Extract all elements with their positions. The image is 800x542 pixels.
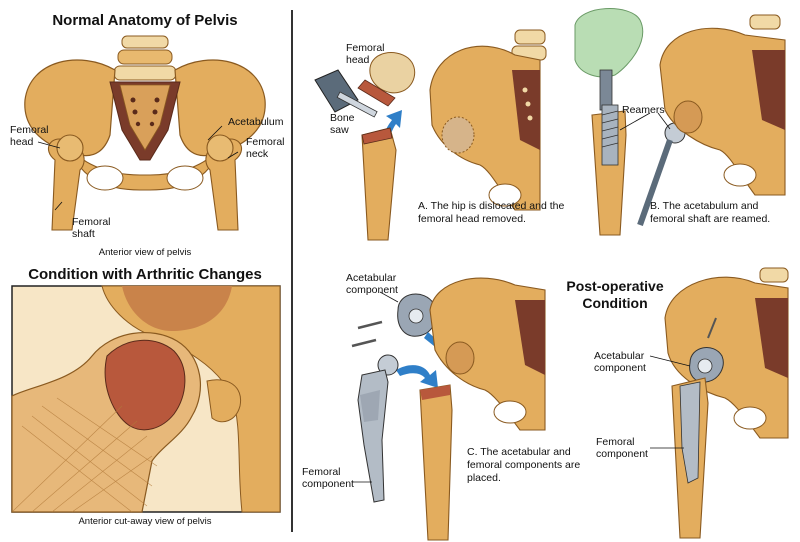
label-step-a-femoral-head: Femoral head <box>346 42 385 66</box>
step-b-illustration <box>574 8 786 236</box>
arthritic-cutaway-illustration <box>11 285 281 513</box>
normal-pelvis-illustration <box>24 35 266 231</box>
label-step-c-acetabular-component: Acetabular component <box>346 272 398 296</box>
label-post-op-femoral-component: Femoral component <box>596 436 648 460</box>
step-c-caption-block: C. The acetabular and femoral components… <box>467 446 585 485</box>
post-op-illustration <box>649 267 789 539</box>
label-post-op-acetabular-component: Acetabular component <box>594 350 646 374</box>
label-acetabulum: Acetabulum <box>228 116 284 128</box>
step-a-illustration <box>314 52 416 241</box>
step-c-letter: C. <box>467 446 478 458</box>
post-op-title: Post-operative Condition <box>566 278 664 311</box>
step-a-letter: A. <box>418 200 428 212</box>
panel-divider <box>291 10 293 532</box>
label-reamers: Reamers <box>622 104 665 116</box>
label-femoral-shaft: Femoral shaft <box>72 216 111 240</box>
step-a-pelvis-illustration <box>429 29 547 211</box>
arthritic-title: Condition with Arthritic Changes <box>28 266 262 283</box>
label-femoral-head: Femoral head <box>10 124 49 148</box>
step-b-letter: B. <box>650 200 660 212</box>
step-a-caption-block: A. The hip is dislocated and the femoral… <box>418 200 568 226</box>
step-b-caption-block: B. The acetabulum and femoral shaft are … <box>650 200 790 226</box>
label-step-c-femoral-component: Femoral component <box>302 466 354 490</box>
normal-anatomy-caption: Anterior view of pelvis <box>98 247 192 258</box>
step-c-caption: The acetabular and femoral components ar… <box>467 446 581 484</box>
step-a-caption: The hip is dislocated and the femoral he… <box>418 200 565 225</box>
label-bone-saw: Bone saw <box>330 112 355 136</box>
step-b-caption: The acetabulum and femoral shaft are rea… <box>650 200 771 225</box>
label-femoral-neck: Femoral neck <box>246 136 285 160</box>
step-c-illustration <box>351 277 546 541</box>
arthritic-caption: Anterior cut-away view of pelvis <box>78 516 212 527</box>
normal-anatomy-title: Normal Anatomy of Pelvis <box>52 12 238 29</box>
